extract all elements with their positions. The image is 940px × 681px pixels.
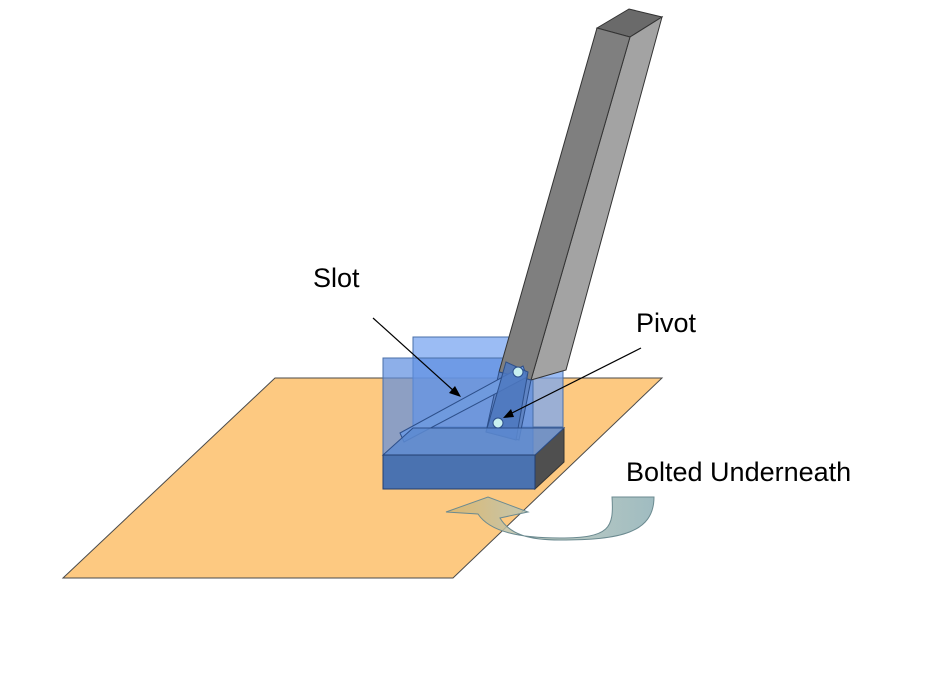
rotation-arrow (445, 496, 655, 541)
pivot-pin (492, 417, 504, 429)
base-block-top (381, 427, 566, 456)
slot-label: Slot (313, 263, 360, 293)
slot-leader (372, 317, 461, 397)
pivot-label: Pivot (636, 308, 697, 338)
bolted-underneath-label: Bolted Underneath (626, 457, 852, 487)
base-block-front (382, 454, 536, 490)
pivot-leader (503, 347, 642, 418)
base-plate (61, 377, 664, 579)
slot-pin (512, 366, 524, 378)
